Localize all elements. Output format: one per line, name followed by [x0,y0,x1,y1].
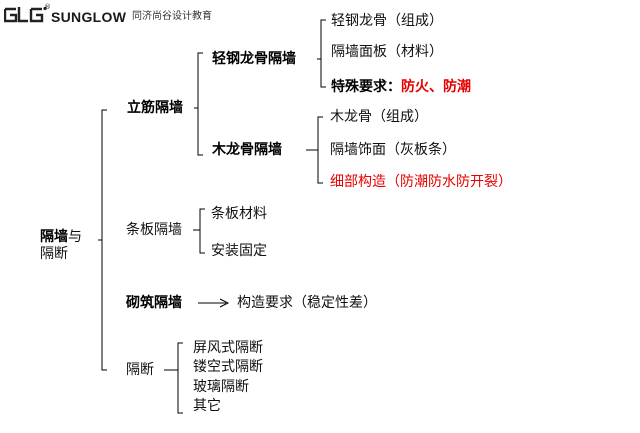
special-requirement-value: 防火、防潮 [401,79,471,95]
panel-wall-bracket [199,208,205,254]
sunglow-logo-icon [4,6,47,23]
light-steel-label: 轻钢龙骨隔墙 [212,51,296,67]
partition-item-2: 镂空式隔断 [193,359,263,375]
brand-tagline: 同济尚谷设计教育 [132,11,212,22]
registered-mark: ® [44,3,51,11]
root-node: 隔墙与 隔断 [40,229,82,263]
panel-wall-item-1: 条板材料 [211,206,267,222]
partition-item-1: 屏风式隔断 [193,340,263,356]
light-steel-item-2: 隔墙面板（材料） [331,44,443,60]
panel-wall-item-2: 安装固定 [211,243,267,259]
masonry-wall-label: 砌筑隔墙 [126,295,182,311]
partition-item-4: 其它 [193,398,221,414]
wood-item-1: 木龙骨（组成） [330,109,428,125]
wood-label: 木龙骨隔墙 [212,142,282,158]
stud-wall-label: 立筋隔墙 [127,100,183,116]
brand-name: SUNGLOW [51,9,127,25]
light-steel-item-1: 轻钢龙骨（组成） [331,13,443,29]
light-steel-special: 特殊要求：防火、防潮 [331,78,471,94]
masonry-wall-detail: 构造要求（稳定性差） [237,295,377,311]
wood-item-2: 隔墙饰面（灰板条） [330,142,456,158]
panel-wall-label: 条板隔墙 [126,222,182,238]
root-line2: 隔断 [40,246,68,262]
partition-item-3: 玻璃隔断 [193,379,249,395]
logo: ® SUNGLOW 同济尚谷设计教育 [4,3,264,27]
light-steel-bracket [320,19,326,88]
root-bold-part: 隔墙 [40,229,68,245]
partition-bracket [177,342,183,414]
special-requirement-label: 特殊要求： [331,79,401,95]
partition-label: 隔断 [126,362,154,378]
root-rest-part: 与 [68,229,82,245]
wood-detail: 细部构造（防潮防水防开裂） [330,174,512,190]
stud-wall-bracket [197,52,203,156]
root-bracket [101,109,107,371]
wood-bracket [317,116,323,184]
masonry-arrow-head [219,298,230,308]
